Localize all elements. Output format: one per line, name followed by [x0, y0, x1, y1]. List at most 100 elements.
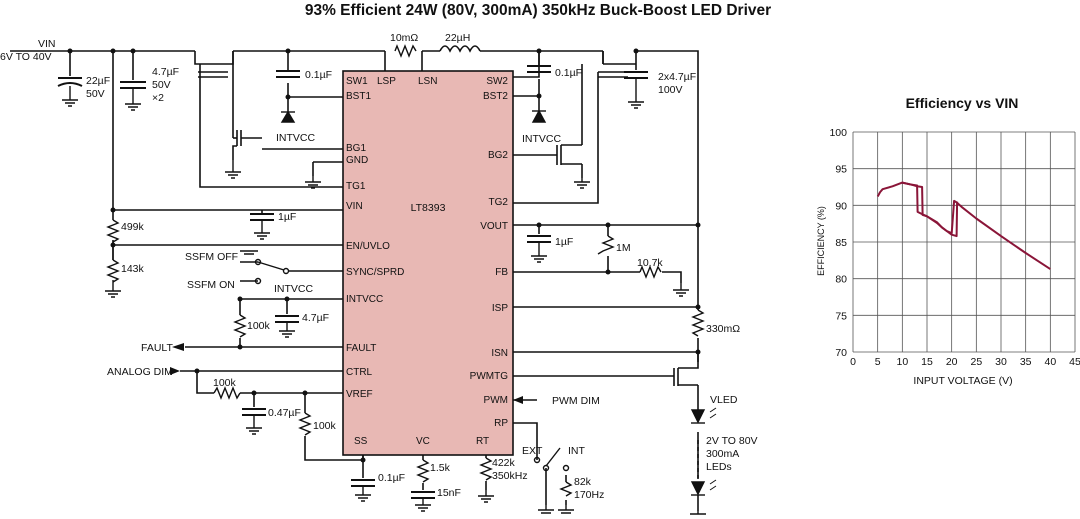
pin-tg1: TG1	[346, 181, 366, 192]
pin-vin: VIN	[346, 201, 363, 212]
r-fb2-label: 10.7k	[637, 257, 663, 269]
pwm-dim-label: PWM DIM	[552, 395, 600, 407]
efficiency-curve	[876, 181, 1051, 270]
ssfm-off-label: SSFM OFF	[185, 251, 238, 263]
r-rp-label: 82k	[574, 476, 592, 488]
resistors	[106, 44, 705, 497]
pin-vc: VC	[416, 436, 430, 447]
vin-range-label: 6V TO 40V	[0, 51, 52, 63]
component-labels: VIN 6V TO 40V 22µF 50V 4.7µF 50V ×2 10mΩ…	[0, 32, 758, 501]
c-vc-label: 15nF	[437, 487, 461, 499]
chart-xlabel: INPUT VOLTAGE (V)	[913, 375, 1012, 387]
c-vout-label: 1µF	[555, 236, 573, 248]
r-ctrl-label: 100k	[213, 377, 237, 389]
ic-body	[342, 70, 514, 456]
pin-intvcc: INTVCC	[346, 294, 383, 305]
wires	[10, 50, 699, 511]
c-in2b-label: 50V	[152, 79, 171, 91]
chart-series	[876, 181, 1051, 270]
ext-label: EXT	[522, 445, 543, 457]
c-in1b-label: 50V	[86, 88, 105, 100]
chart-ylabel: EFFICIENCY (%)	[816, 206, 826, 276]
c-ss-label: 0.1µF	[378, 472, 405, 484]
vin-label: VIN	[38, 38, 56, 50]
pin-vout: VOUT	[480, 221, 508, 232]
c-bst2-label: 0.1µF	[555, 67, 582, 79]
pin-bst1: BST1	[346, 91, 371, 102]
c-in1-label: 22µF	[86, 75, 110, 87]
page-title: 93% Efficient 24W (80V, 300mA) 350kHz Bu…	[305, 2, 771, 19]
vled-label: VLED	[710, 394, 738, 406]
chart-xtick-label: 10	[896, 356, 908, 368]
pin-lsn: LSN	[418, 76, 437, 87]
junctions	[67, 48, 701, 463]
inductor	[439, 45, 481, 53]
pin-ctrl: CTRL	[346, 367, 373, 378]
inductor-label: 22µH	[445, 32, 470, 44]
pin-bg1: BG1	[346, 143, 366, 154]
c-out-label: 2x4.7µF	[658, 71, 696, 83]
r-led-label: 330mΩ	[706, 323, 740, 335]
chart-title: Efficiency vs VIN	[906, 95, 1019, 111]
f-rt-label: 350kHz	[492, 470, 528, 482]
r-uv1-label: 499k	[121, 221, 145, 233]
pin-rt: RT	[476, 436, 489, 447]
pin-sync-sprd: SYNC/SPRD	[346, 267, 404, 278]
pin-pwm: PWM	[484, 395, 508, 406]
chart-xtick-label: 45	[1069, 356, 1080, 368]
led-arrows	[709, 407, 717, 491]
grounds	[62, 78, 706, 515]
ssfm-on-label: SSFM ON	[187, 279, 235, 291]
pin-rp: RP	[494, 418, 508, 429]
chart-xtick-label: 30	[995, 356, 1007, 368]
chart-grid	[852, 131, 1076, 353]
pin-sw2: SW2	[486, 76, 508, 87]
chart-ytick-label: 95	[835, 164, 847, 176]
r-rt-label: 422k	[492, 457, 516, 469]
c-intvcc-label: 4.7µF	[302, 312, 329, 324]
c-bst1-label: 0.1µF	[305, 69, 332, 81]
pin-gnd: GND	[346, 155, 368, 166]
led-v-label: 2V TO 80V	[706, 435, 758, 447]
pin-lsp: LSP	[377, 76, 396, 87]
chart-xtick-label: 5	[875, 356, 881, 368]
arrows	[170, 343, 523, 404]
c-vref-label: 0.47µF	[268, 407, 301, 419]
mosfets	[194, 51, 699, 386]
pin-isp: ISP	[492, 303, 508, 314]
pin-isn: ISN	[491, 348, 508, 359]
pin-ss: SS	[354, 436, 368, 447]
pin-pwmtg: PWMTG	[470, 371, 509, 382]
pin-bst2: BST2	[483, 91, 508, 102]
r-uv2-label: 143k	[121, 263, 145, 275]
pin-fault: FAULT	[346, 343, 376, 354]
pin-tg2: TG2	[489, 197, 509, 208]
intvcc2-label: INTVCC	[522, 133, 562, 145]
switches	[240, 258, 570, 472]
int-label: INT	[568, 445, 586, 457]
analog-dim-label: ANALOG DIM	[107, 366, 173, 378]
f-rp-label: 170Hz	[574, 489, 604, 501]
chart-ytick-label: 75	[835, 310, 847, 322]
chart-xtick-label: 15	[921, 356, 933, 368]
led-t-label: LEDs	[706, 461, 732, 473]
chart-ytick-label: 85	[835, 237, 847, 249]
ic-name: LT8393	[411, 202, 446, 214]
r-fault-label: 100k	[247, 320, 271, 332]
chart-xtick-label: 0	[850, 356, 856, 368]
r-vref-label: 100k	[313, 420, 337, 432]
intvcc3-label: INTVCC	[274, 283, 314, 295]
led-i-label: 300mA	[706, 448, 739, 460]
r-sense-label: 10mΩ	[390, 32, 418, 44]
c-outb-label: 100V	[658, 84, 683, 96]
pin-en-uvlo: EN/UVLO	[346, 241, 390, 252]
efficiency-curve	[902, 181, 959, 238]
chart-ytick-label: 70	[835, 347, 847, 359]
r-vc-label: 1.5k	[430, 462, 451, 474]
c-vin-label: 1µF	[278, 211, 296, 223]
chart-ytick-label: 80	[835, 274, 847, 286]
chart-xtick-label: 25	[970, 356, 982, 368]
